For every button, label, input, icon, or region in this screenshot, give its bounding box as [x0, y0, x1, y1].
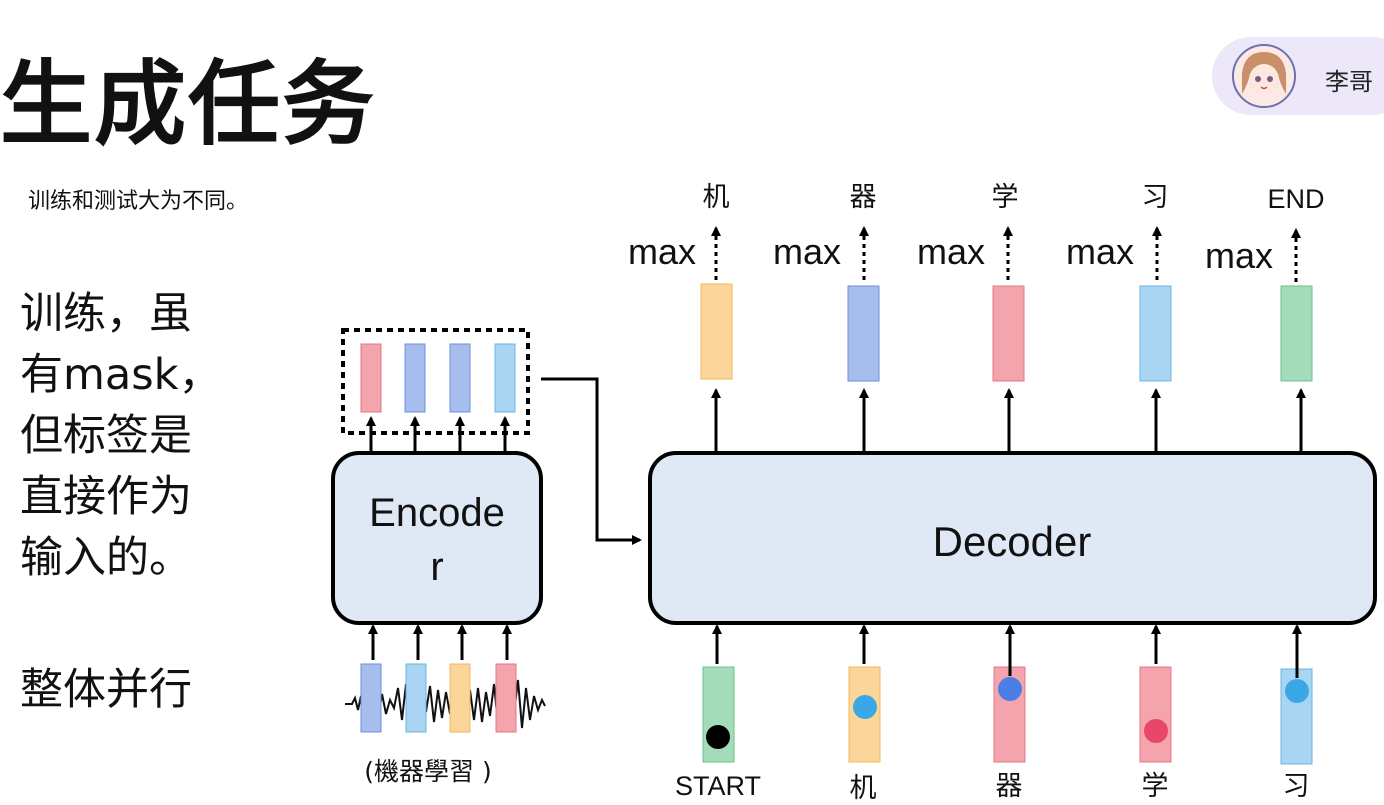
- decoder-input-token: 习: [1283, 771, 1310, 802]
- explanation-line: 输入的。: [20, 533, 192, 583]
- decoder-input-token: 器: [996, 771, 1023, 802]
- output-token: END: [1267, 184, 1324, 214]
- encoder-input-vector: [495, 663, 517, 733]
- max-label: max: [917, 231, 985, 272]
- explanation-line: 有mask，: [20, 350, 222, 400]
- encoder-input-vector: [360, 663, 382, 733]
- encoder-label-tail: r: [430, 545, 443, 589]
- encoder-input-vector: [449, 663, 471, 733]
- note-text: 训练和测试大为不同。: [28, 189, 249, 214]
- encoder-label: Encode: [369, 491, 505, 535]
- encoder-output-vector: [404, 343, 426, 413]
- token-dot: [1144, 719, 1168, 743]
- explanation-line: 训练，虽: [20, 289, 192, 339]
- cross-attention-connector: [541, 377, 642, 545]
- decoder-input-token: START: [675, 771, 761, 801]
- avatar-illustration: [1234, 46, 1294, 106]
- token-dot: [1285, 679, 1309, 703]
- user-name: 李哥: [1325, 68, 1373, 96]
- max-label: max: [1205, 235, 1273, 276]
- start-dot: [706, 725, 730, 749]
- decoder-input-token: 学: [1142, 771, 1169, 802]
- encoder-output-vector: [494, 343, 516, 413]
- token-dot: [853, 695, 877, 719]
- decoder-label: Decoder: [933, 518, 1092, 565]
- explanation-line: 但标签是: [20, 411, 192, 461]
- decoder-block: [648, 451, 1377, 625]
- output-token: 器: [850, 182, 877, 213]
- input-caption: (機器學習 ): [364, 757, 491, 786]
- max-label: max: [628, 231, 696, 272]
- decoder-input-token: 机: [850, 773, 877, 804]
- encoder-block: [331, 451, 543, 625]
- encoder-output-vector: [449, 343, 471, 413]
- decoder-output-vector: [847, 285, 880, 382]
- decoder-output-vector: [1280, 285, 1313, 382]
- explanation-line: 直接作为: [20, 472, 192, 522]
- decoder-input-vector: [1139, 666, 1172, 763]
- output-token: 机: [703, 182, 730, 213]
- max-label: max: [773, 231, 841, 272]
- encoder-output-vector: [360, 343, 382, 413]
- output-token: 习: [1142, 182, 1169, 213]
- parallel-note: 整体并行: [20, 665, 192, 715]
- training-explanation: 训练，虽 有mask， 但标签是 直接作为 输入的。: [20, 284, 250, 589]
- encoder-output-box: [341, 328, 530, 435]
- decoder-output-vector: [1139, 285, 1172, 382]
- decoder-output-vector: [700, 283, 733, 380]
- token-dot: [998, 677, 1022, 701]
- decoder-output-vector: [992, 285, 1025, 382]
- encoder-input-vector: [405, 663, 427, 733]
- max-label: max: [1066, 231, 1134, 272]
- output-token: 学: [992, 182, 1019, 213]
- avatar[interactable]: [1232, 44, 1296, 108]
- page-title: 生成任务: [0, 51, 377, 158]
